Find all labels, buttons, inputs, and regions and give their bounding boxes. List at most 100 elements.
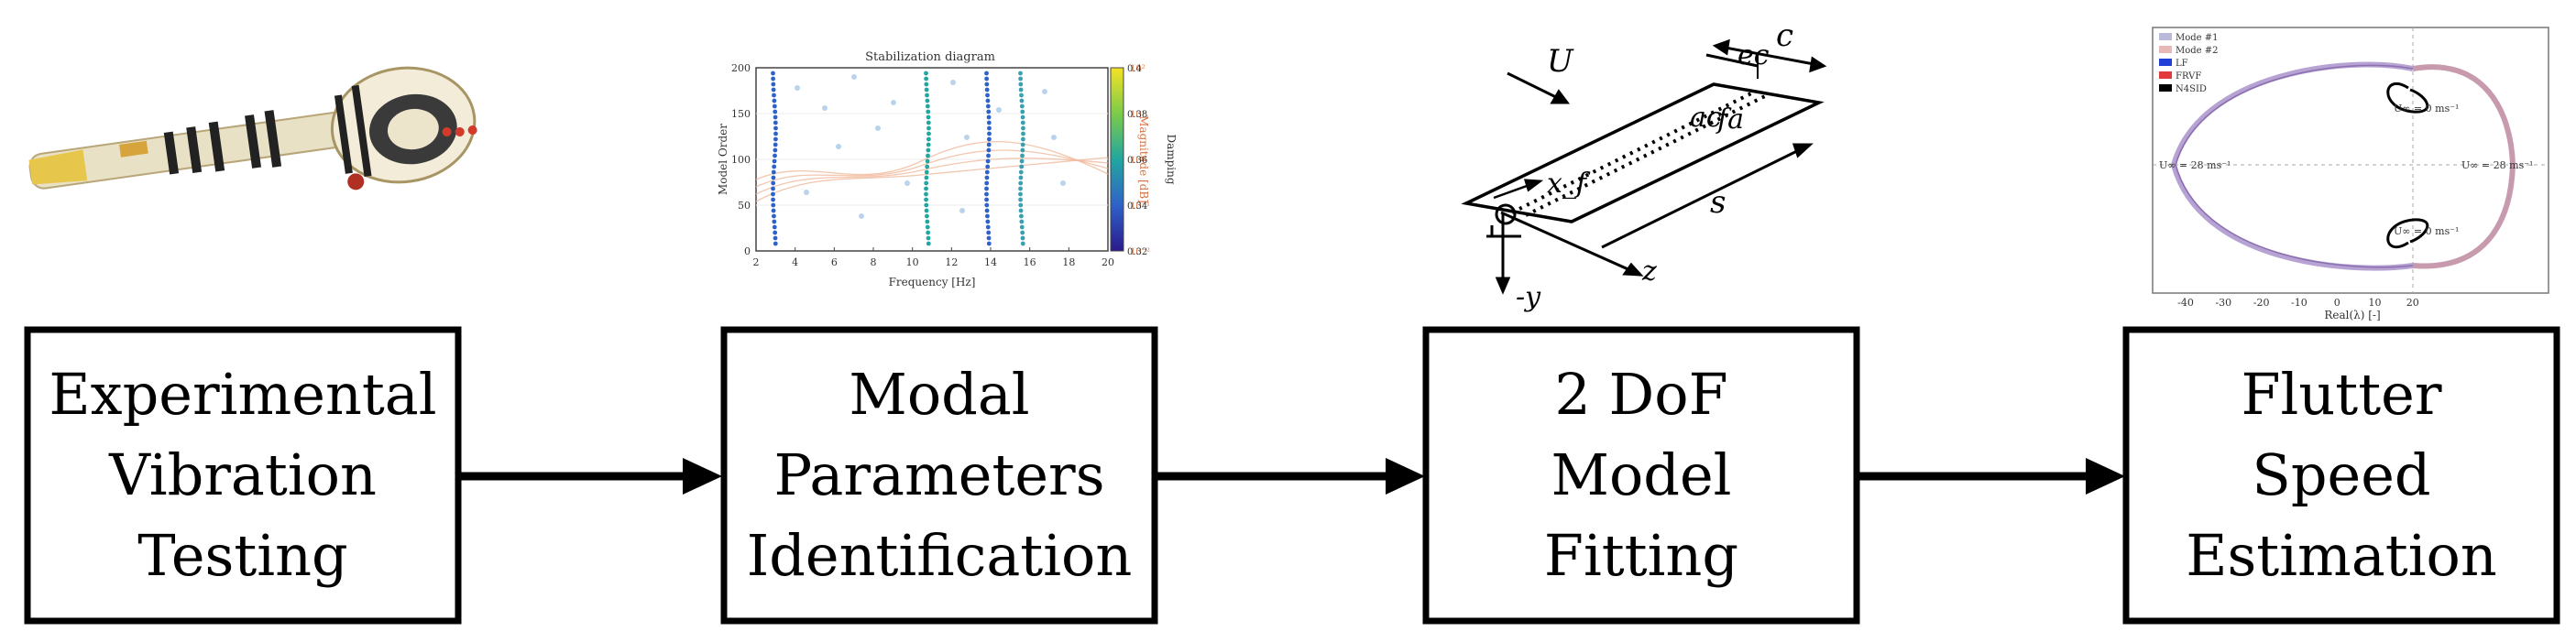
step-box-experimental-testing: Experimental Vibration Testing <box>24 326 462 625</box>
label-z: z <box>1641 256 1657 288</box>
step-2-line-2: Parameters <box>773 441 1104 508</box>
stable-pole-marker <box>925 219 930 224</box>
stable-pole-marker <box>772 224 777 230</box>
stab-ctick-label: 0.38 <box>1127 110 1147 120</box>
label-neg-y: -y <box>1516 281 1541 313</box>
stable-pole-marker <box>772 213 776 219</box>
stable-pole-marker <box>984 76 990 82</box>
stable-pole-marker <box>925 164 930 169</box>
stable-pole-marker <box>1020 153 1025 158</box>
stable-pole-marker <box>1018 208 1024 213</box>
stable-pole-marker <box>985 92 990 98</box>
stab-xtick-label: 14 <box>984 256 997 268</box>
magnitude-curve <box>755 149 1109 188</box>
stable-pole-marker <box>1020 120 1025 125</box>
stable-pole-marker <box>986 230 992 235</box>
label-ec: ec <box>1737 39 1770 71</box>
stable-pole-marker <box>984 197 989 202</box>
stable-pole-marker <box>773 136 778 142</box>
two-dof-wing-sketch <box>1461 38 1827 295</box>
stable-pole-marker <box>771 186 775 191</box>
stable-pole-marker <box>773 142 778 147</box>
stable-pole-marker <box>1019 224 1025 230</box>
stable-pole-marker <box>924 197 928 202</box>
stable-pole-marker <box>926 142 931 147</box>
step-4-line-2: Speed <box>2252 441 2430 508</box>
legend-swatch <box>2159 59 2172 66</box>
unstable-pole-marker <box>851 74 857 80</box>
stable-pole-marker <box>771 197 775 202</box>
stable-pole-marker <box>926 109 931 114</box>
stable-pole-marker <box>773 235 778 241</box>
unstable-pole-marker <box>836 144 841 149</box>
label-s: s <box>1710 184 1726 221</box>
stable-pole-marker <box>1018 71 1023 76</box>
chord-ec-arrow <box>1705 53 1759 68</box>
stable-pole-marker <box>926 131 931 136</box>
stab-ytick-label: 0 <box>744 245 751 257</box>
root-locus-xtick-label: 20 <box>2406 297 2419 309</box>
stab-ctick-label: 0.4 <box>1127 64 1142 74</box>
stab-title: Stabilization diagram <box>865 50 995 64</box>
stable-pole-marker <box>1020 235 1025 241</box>
step-box-model-fitting: 2 DoF Model Fitting <box>1422 326 1860 625</box>
label-c: c <box>1776 17 1793 54</box>
stable-pole-marker <box>924 82 929 87</box>
stable-pole-marker <box>985 213 990 219</box>
step-1-line-3: Testing <box>137 522 347 589</box>
stable-pole-marker <box>772 158 777 164</box>
stable-pole-marker <box>1019 213 1024 219</box>
stable-pole-marker <box>771 71 775 76</box>
label-U: U <box>1547 43 1574 80</box>
stab-ytick-label: 100 <box>731 154 751 166</box>
stable-pole-marker <box>984 191 989 197</box>
stable-pole-marker <box>926 136 931 142</box>
stable-pole-marker <box>984 87 990 92</box>
unstable-pole-marker <box>795 85 800 91</box>
stable-pole-marker <box>985 219 991 224</box>
stab-xtick-label: 12 <box>945 256 958 268</box>
stab-xlabel: Frequency [Hz] <box>889 276 976 288</box>
arrow-3-to-4 <box>1859 458 2125 495</box>
stable-pole-marker <box>772 164 777 169</box>
step-1-line-1: Experimental <box>49 361 436 428</box>
unstable-pole-marker <box>964 135 970 140</box>
stable-pole-marker <box>1018 76 1024 82</box>
stable-pole-marker <box>772 92 776 98</box>
locus-mode-1-left <box>2170 61 2414 271</box>
stable-pole-marker <box>986 120 992 125</box>
stable-pole-marker <box>1019 219 1025 224</box>
stable-pole-marker <box>925 92 929 98</box>
stable-pole-marker <box>1018 169 1024 175</box>
stable-pole-marker <box>1019 164 1025 169</box>
root-locus-xtick-label: -10 <box>2291 297 2307 309</box>
stable-pole-marker <box>1018 180 1024 186</box>
arrow-1-to-2 <box>461 458 722 495</box>
root-locus-xlabel: Real(λ) [-] <box>2324 309 2380 321</box>
stable-pole-marker <box>924 175 929 180</box>
stable-pole-marker <box>985 158 991 164</box>
stable-pole-marker <box>771 76 776 82</box>
stable-pole-marker <box>984 186 989 191</box>
stable-pole-marker <box>1019 103 1025 109</box>
legend-swatch <box>2159 71 2172 79</box>
stab-ytick-label: 150 <box>731 108 751 120</box>
stable-pole-marker <box>1021 136 1025 142</box>
unstable-pole-marker <box>950 80 956 85</box>
stab-y2tick-label: 10⁰ <box>1130 156 1145 166</box>
stab-xtick-label: 2 <box>753 256 760 268</box>
stable-pole-marker <box>773 114 778 120</box>
unstable-pole-marker <box>1051 135 1057 140</box>
stable-pole-marker <box>771 175 776 180</box>
stable-pole-marker <box>925 224 930 230</box>
chord-c-arrow <box>1715 44 1825 68</box>
legend-label: LF <box>2176 59 2188 69</box>
step-3-line-2: Model <box>1551 441 1731 508</box>
stable-pole-marker <box>771 169 776 175</box>
stable-pole-marker <box>986 109 992 114</box>
stable-pole-marker <box>986 153 991 158</box>
stab-ytick-label: 50 <box>738 200 751 212</box>
stable-pole-marker <box>926 120 931 125</box>
